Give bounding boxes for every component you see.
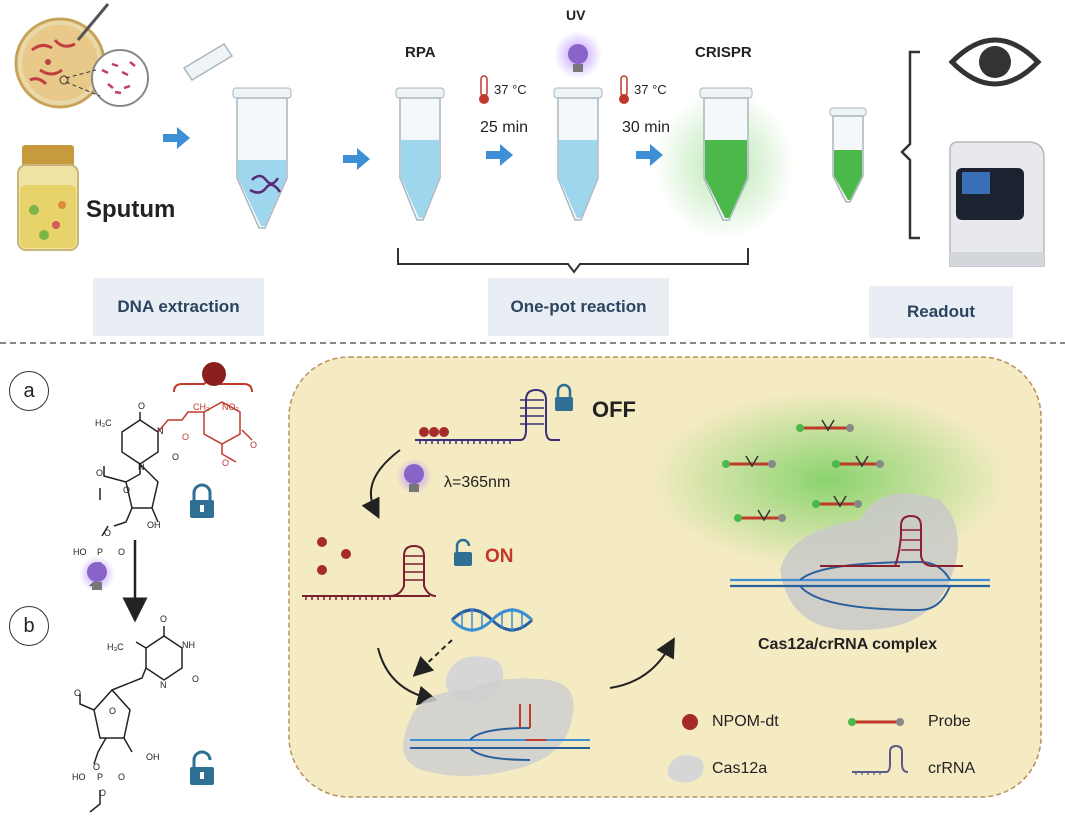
cleaved-probes [722,419,884,522]
chem-b-p: P [97,772,104,782]
chem-a-o-carbonyl: O [138,401,146,411]
chem-a-ho: HO [73,547,87,557]
probe-icon [734,509,786,522]
uv-tube-icon [553,31,603,221]
chem-a-p: P [97,547,104,557]
petri-dish-icon [14,3,149,109]
lock-open-icon-panel [454,538,472,566]
released-npom-dots [317,537,351,575]
uv-wavelength-label: λ=365nm [444,474,511,491]
small-complex-icon [403,678,590,776]
legend-cas12a-icon [667,755,704,783]
step-rpa-label: RPA [405,44,436,61]
sputum-jar-icon [17,145,79,251]
readout-tube-icon [829,107,867,203]
readout-bracket [900,50,920,240]
legend-npom-icon [682,714,698,730]
chem-b-nh: NH [182,640,195,650]
legend-cas12a-label: Cas12a [712,760,768,777]
dna-binding-arrow [412,639,453,677]
active-crrna-on [302,544,437,600]
target-dna-icon [450,608,534,632]
chem-b-o-bottom: O [93,762,101,772]
chem-a-o-link: O [96,468,104,478]
chem-a-o-sub: O [104,528,112,538]
uv-bulb-icon-left [79,556,115,592]
complex-label: Cas12a/crRNA complex [758,636,938,653]
readout-chip: Readout [869,286,1013,338]
legend-npom-label: NPOM-dt [712,713,779,730]
chemical-structure-b [79,626,183,813]
legend-crrna-icon [852,744,909,775]
probe-icon [722,455,776,468]
thermometer-icon-2 [619,75,629,104]
dna-extraction-chip: DNA extraction [93,278,264,336]
chem-b-o-ring: O [109,706,117,716]
chem-a-o-ether: O [182,432,190,442]
lock-closed-icon [190,483,214,518]
chem-a-h3c: H₃C [95,418,112,428]
incubation-temp-1: 37 °C [494,82,527,97]
on-state-label: ON [485,546,514,567]
npom-dot-icon [202,362,226,386]
chem-a-no2: NO₂ [222,402,239,412]
assembly-arrow [377,647,438,706]
chem-b-po: O [118,772,126,782]
chem-a-po: O [118,547,126,557]
probe-icon [796,419,854,432]
readout-device-icon [949,141,1045,267]
uv-bulb-icon-panel [396,458,432,494]
rpa-tube-icon [395,87,445,221]
chemical-structure-a-red [157,401,253,463]
caged-crrna-off [415,388,560,444]
extraction-tube-icon [182,42,292,229]
sputum-label: Sputum [86,196,176,223]
chem-a-ch3: CH₃ [193,402,210,412]
chem-b-ho: HO [72,772,86,782]
panel-label-b: b [9,606,49,646]
chem-a-oh: OH [147,520,161,530]
incubation-time-2: 30 min [622,119,671,136]
off-state-label: OFF [592,397,636,422]
activation-arrow [609,637,675,689]
step-uv-label: UV [566,7,586,23]
step-crispr-label: CRISPR [695,44,752,61]
chem-a-o-bottom: O [123,485,131,495]
chem-a-n1: N [157,426,164,436]
chem-a-o-meth2: O [250,440,258,450]
chem-b-oh: OH [146,752,160,762]
legend-crrna-label: crRNA [928,760,976,777]
chem-b-o-top: O [160,614,168,624]
incubation-temp-2: 37 °C [634,82,667,97]
lock-closed-icon-panel [555,383,573,411]
incubation-time-1: 25 min [480,119,529,136]
probe-icon [812,495,862,508]
legend-probe-icon [848,718,904,726]
chem-a-o-ring: O [172,452,180,462]
chem-a-o-meth1: O [222,458,230,468]
thermometer-icon-1 [479,75,489,104]
panel-label-a: a [9,371,49,411]
one-pot-reaction-chip: One-pot reaction [488,278,669,336]
uncage-arrow [361,449,401,519]
legend-probe-label: Probe [928,713,971,730]
probe-icon [832,455,884,468]
lock-open-icon-left [190,750,214,785]
chem-b-n: N [160,680,167,690]
one-pot-bracket [397,248,749,274]
chem-a-n2: N [138,462,145,472]
chem-b-o-link: O [74,688,82,698]
eye-icon [948,37,1042,87]
crispr-tube-icon [655,87,795,240]
chem-b-o-sub: O [99,788,107,798]
chem-b-o-co: O [192,674,200,684]
chem-b-h3c: H₃C [107,642,124,652]
cas12a-crrna-complex-icon [730,493,990,631]
